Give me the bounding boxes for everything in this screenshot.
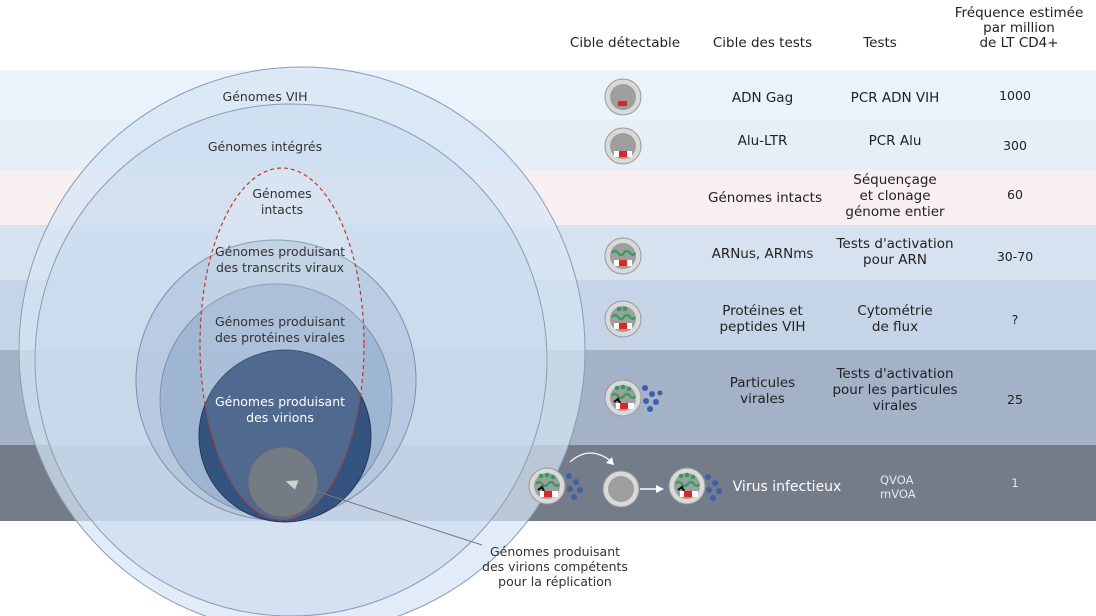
row4-test-line1: Tests d'activation: [836, 236, 954, 252]
circle-competent: [247, 446, 319, 518]
callout-line1: Génomes produisant: [489, 544, 621, 559]
row3-test: Séquençage et clonage génome entier: [825, 172, 965, 220]
label-intact-line1: Génomes: [252, 186, 312, 201]
header-frequency-line2: par million: [983, 20, 1055, 36]
row6-frequency: 25: [1007, 392, 1023, 407]
row5-frequency: ?: [1011, 312, 1019, 327]
row2-test: PCR Alu: [868, 133, 922, 149]
row6-test-target-line2: virales: [740, 391, 785, 407]
curved-arrowhead: [606, 457, 614, 465]
row5-test-line1: Cytométrie: [857, 303, 933, 319]
row3-test-target: Génomes intacts: [708, 190, 822, 206]
row5-test-target: Protéines et peptides VIH: [700, 303, 825, 335]
infection-arrowhead: [656, 485, 664, 493]
label-intact-line2: intacts: [260, 202, 304, 217]
label-virions-genomes: Génomes produisant des virions: [195, 394, 365, 426]
label-transcripts-line2: des transcrits viraux: [215, 260, 345, 275]
row7-test-line1: QVOA: [880, 473, 914, 487]
label-proteins-line1: Génomes produisant: [214, 314, 346, 329]
cell-icon-infected-target: [668, 467, 722, 505]
cell-icon-dna: [604, 78, 642, 116]
row1-frequency: 1000: [999, 88, 1031, 103]
cell-icon-integrated: [604, 127, 642, 165]
callout-line2: des virions compétents: [482, 559, 628, 574]
row7-test-line2: mVOA: [880, 487, 916, 501]
header-frequency-line1: Fréquence estimée: [954, 5, 1084, 21]
row5-test: Cytométrie de flux: [825, 303, 965, 335]
cell-icon-protein: [604, 300, 642, 338]
row3-test-line2: et clonage: [859, 188, 931, 204]
row6-test-target-line1: Particules: [729, 375, 796, 391]
header-tests: Tests: [863, 35, 897, 51]
row4-test-line2: pour ARN: [863, 252, 927, 268]
row3-frequency: 60: [1007, 187, 1023, 202]
row5-test-target-line1: Protéines et: [722, 303, 803, 319]
row3-test-line1: Séquençage: [853, 172, 937, 188]
row1-test-target: ADN Gag: [731, 90, 794, 106]
label-integrated-genomes: Génomes intégrés: [207, 139, 323, 154]
curved-transfer-arrow: [569, 452, 613, 463]
row1-test: PCR ADN VIH: [850, 90, 940, 106]
label-transcripts-line1: Génomes produisant: [214, 244, 346, 259]
header-frequency-line3: de LT CD4+: [979, 35, 1059, 51]
ellipse-intact-genomes: [199, 167, 365, 521]
row6-test-target: Particules virales: [700, 375, 825, 407]
row2-frequency: 300: [1003, 138, 1027, 153]
row5-test-target-line2: peptides VIH: [719, 319, 806, 335]
row2-test-target: Alu-LTR: [737, 133, 788, 149]
label-virions-line2: des virions: [246, 410, 314, 425]
row4-test: Tests d'activation pour ARN: [825, 236, 965, 268]
header-detectable-target: Cible détectable: [569, 35, 681, 51]
callout-arrowhead: [284, 479, 300, 491]
label-hiv-genomes: Génomes VIH: [222, 89, 308, 104]
row7-test: QVOA mVOA: [880, 473, 950, 501]
header-frequency: Fréquence estimée par million de LT CD4+: [944, 6, 1094, 51]
row5-test-line2: de flux: [871, 319, 919, 335]
row7-frequency: 1: [1011, 476, 1019, 490]
row4-frequency: 30-70: [996, 249, 1034, 264]
cell-icon-rna: [604, 237, 642, 275]
header-test-target: Cible des tests: [712, 35, 813, 51]
cell-icon-uninfected: [602, 470, 640, 508]
row6-test-line3: virales: [872, 398, 918, 414]
callout-arrow-line: [293, 483, 483, 546]
label-intact-genomes: Génomes intacts: [222, 186, 342, 218]
label-virions-line1: Génomes produisant: [214, 394, 346, 409]
row6-test-line2: pour les particules: [832, 382, 958, 398]
callout-line3: pour la réplication: [498, 574, 612, 589]
row3-test-line3: génome entier: [845, 204, 945, 220]
row4-test-target: ARNus, ARNms: [711, 246, 814, 262]
row6-test: Tests d'activation pour les particules v…: [820, 366, 970, 414]
label-transcripts-genomes: Génomes produisant des transcrits viraux: [195, 244, 365, 276]
circle-virions: [198, 349, 372, 523]
cell-icon-infected-source: [528, 467, 583, 505]
label-proteins-line2: des protéines virales: [214, 330, 346, 345]
row7-test-target: Virus infectieux: [732, 479, 842, 495]
callout-competent-virions: Génomes produisant des virions compétent…: [470, 544, 640, 589]
label-proteins-genomes: Génomes produisant des protéines virales: [195, 314, 365, 346]
row6-test-line1: Tests d'activation: [836, 366, 954, 382]
cell-icon-virion: [604, 379, 663, 417]
